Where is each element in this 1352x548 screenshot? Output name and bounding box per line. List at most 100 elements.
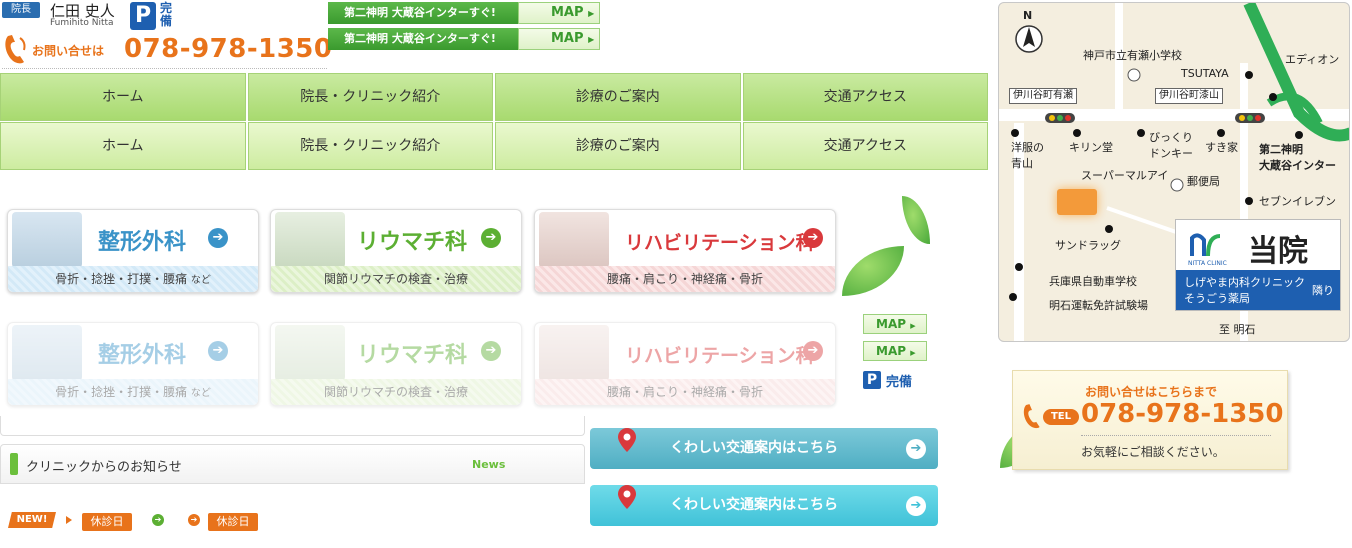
contact-phone-number[interactable]: 078-978-1350 <box>124 34 333 64</box>
map-link-small[interactable]: MAP ▶ <box>863 314 927 334</box>
director-roman-name: Fumihito Nitta <box>50 18 114 28</box>
clinic-card: NITTA CLINIC 当院 しげやま内科クリニック そうごう薬局 隣り <box>1175 219 1341 311</box>
dept-title: リハビリテーション科 <box>625 232 815 254</box>
dept-title: 整形外科 <box>98 343 187 368</box>
dept-card-rehabilitation-faded[interactable]: リハビリテーション科 ➔ 腰痛・肩こり・神経痛・骨折 <box>534 322 836 406</box>
nav-services[interactable]: 診療のご案内 <box>495 122 741 170</box>
map-label-to-akashi: 至 明石 <box>1219 323 1256 336</box>
dept-card-orthopedics-faded[interactable]: 整形外科 ➔ 骨折・捻挫・打撲・腰痛 など <box>7 322 259 406</box>
global-nav-primary: ホーム 院長・クリニック紹介 診療のご案内 交通アクセス <box>0 73 988 121</box>
map-label-interchange: 大蔵谷インター <box>1259 159 1336 172</box>
arrow-circle-icon: ➔ <box>188 514 200 526</box>
news-marker <box>10 453 18 475</box>
arrow-circle-icon: ➔ <box>803 341 823 361</box>
north-label: N <box>1023 9 1033 22</box>
arrow-circle-icon: ➔ <box>481 341 501 361</box>
dept-title: 整形外科 <box>98 230 187 255</box>
contact-heading: お問い合せはこちらまで <box>1085 385 1218 399</box>
traffic-light-icon <box>1045 113 1075 123</box>
map-dot <box>1105 225 1113 233</box>
map-dot <box>1073 129 1081 137</box>
clinic-logo-icon <box>1190 233 1221 257</box>
dept-title: リハビリテーション科 <box>625 345 815 367</box>
access-info-button[interactable]: くわしい交通案内はこちら ➔ <box>590 428 938 469</box>
map-banner-text: 第二神明 大蔵谷インターすぐ! <box>328 2 518 24</box>
traffic-light-icon <box>1235 113 1265 123</box>
dept-photo <box>275 212 345 268</box>
dept-card-rehabilitation[interactable]: リハビリテーション科 ➔ 腰痛・肩こり・神経痛・骨折 <box>534 209 836 293</box>
map-banner-1[interactable]: 第二神明 大蔵谷インターすぐ! MAP ▶ <box>328 2 600 24</box>
map-dot <box>1269 93 1277 101</box>
contact-phone-number[interactable]: 078-978-1350 <box>1081 399 1284 429</box>
map-dot <box>1245 197 1253 205</box>
map-pin-icon <box>618 485 636 509</box>
arrow-circle-icon: ➔ <box>906 496 926 516</box>
director-badge: 院長 <box>2 2 40 18</box>
triangle-right-icon <box>66 516 72 524</box>
clinic-logo-text: NITTA CLINIC <box>1188 260 1227 267</box>
contact-box[interactable]: お問い合せはこちらまで TEL 078-978-1350 お気軽にご相談ください… <box>1012 370 1288 470</box>
access-map[interactable]: N 神戸市立有瀬小学校 TSUTAYA エディオン 伊川谷町有瀬 伊川谷町漆山 … <box>998 2 1350 342</box>
clinic-neighbors: しげやま内科クリニック そうごう薬局 隣り <box>1176 270 1340 310</box>
news-box-bottom <box>0 416 585 436</box>
holiday-badge: 休診日 <box>82 513 132 531</box>
arrow-right-icon: ▶ <box>910 322 916 330</box>
map-label-yofuku: 洋服の <box>1011 141 1044 154</box>
dept-title: リウマチ科 <box>357 343 468 368</box>
map-signal-label: 伊川谷町有瀬 <box>1009 88 1077 104</box>
nav-home[interactable]: ホーム <box>0 73 246 121</box>
map-banner-button[interactable]: MAP ▶ <box>518 2 600 24</box>
contact-subtext: お気軽にご相談ください。 <box>1081 445 1225 459</box>
nav-home[interactable]: ホーム <box>0 122 246 170</box>
map-label-tsutaya: TSUTAYA <box>1181 67 1229 80</box>
map-label-sukiya: すき家 <box>1205 141 1238 154</box>
dept-description: 腰痛・肩こり・神経痛・骨折 <box>535 379 835 405</box>
arrow-circle-icon: ➔ <box>208 341 228 361</box>
parking-icon: P <box>863 371 881 389</box>
tel-badge: TEL <box>1043 409 1079 425</box>
arrow-circle-icon: ➔ <box>208 228 228 248</box>
nav-about[interactable]: 院長・クリニック紹介 <box>247 73 493 121</box>
map-dot <box>1295 131 1303 139</box>
arrow-circle-icon: ➔ <box>803 228 823 248</box>
map-banner-2[interactable]: 第二神明 大蔵谷インターすぐ! MAP ▶ <box>328 28 600 50</box>
global-nav-hover: ホーム 院長・クリニック紹介 診療のご案内 交通アクセス <box>0 122 988 170</box>
news-label: News <box>472 458 506 471</box>
holiday-badge: 休診日 <box>208 513 258 531</box>
nav-services[interactable]: 診療のご案内 <box>495 73 741 121</box>
dept-photo <box>12 212 82 268</box>
dept-card-rheumatology[interactable]: リウマチ科 ➔ 関節リウマチの検査・治療 <box>270 209 522 293</box>
dept-photo <box>539 212 609 268</box>
neighbor-label: 隣り <box>1312 284 1334 297</box>
nav-access[interactable]: 交通アクセス <box>742 73 988 121</box>
arrow-right-icon: ▶ <box>588 9 595 18</box>
map-label-bikkuri: ドンキー <box>1149 147 1193 160</box>
access-info-label: くわしい交通案内はこちら <box>670 497 838 513</box>
map-link-small[interactable]: MAP ▶ <box>863 341 927 361</box>
map-dot <box>1137 129 1145 137</box>
map-banner-button-label: MAP <box>551 5 584 20</box>
dept-photo <box>275 325 345 381</box>
arrow-right-icon: ▶ <box>910 349 916 357</box>
map-banner-text: 第二神明 大蔵谷インターすぐ! <box>328 28 518 50</box>
nav-about[interactable]: 院長・クリニック紹介 <box>247 122 493 170</box>
parking-text: 完備 <box>160 1 173 28</box>
map-dot <box>1011 129 1019 137</box>
dept-description: 骨折・捻挫・打撲・腰痛 など <box>8 379 258 405</box>
map-banner-button[interactable]: MAP ▶ <box>518 28 600 50</box>
dept-card-rheumatology-faded[interactable]: リウマチ科 ➔ 関節リウマチの検査・治療 <box>270 322 522 406</box>
nav-access[interactable]: 交通アクセス <box>742 122 988 170</box>
map-label-post: 郵便局 <box>1187 175 1220 188</box>
map-label-school: 神戸市立有瀬小学校 <box>1083 49 1182 62</box>
access-info-button-hover[interactable]: くわしい交通案内はこちら ➔ <box>590 485 938 526</box>
map-label-yofuku: 青山 <box>1011 157 1033 170</box>
news-header <box>0 444 585 484</box>
leaf-decoration <box>902 196 930 244</box>
dept-card-orthopedics[interactable]: 整形外科 ➔ 骨折・捻挫・打撲・腰痛 など <box>7 209 259 293</box>
arrow-circle-icon: ➔ <box>906 439 926 459</box>
map-label-edion: エディオン <box>1285 53 1340 66</box>
map-label-interchange: 第二神明 <box>1259 143 1303 156</box>
director-name: 仁田 史人 <box>50 2 115 20</box>
map-label-kirin: キリン堂 <box>1069 141 1113 154</box>
map-signal-label: 伊川谷町漆山 <box>1155 88 1223 104</box>
